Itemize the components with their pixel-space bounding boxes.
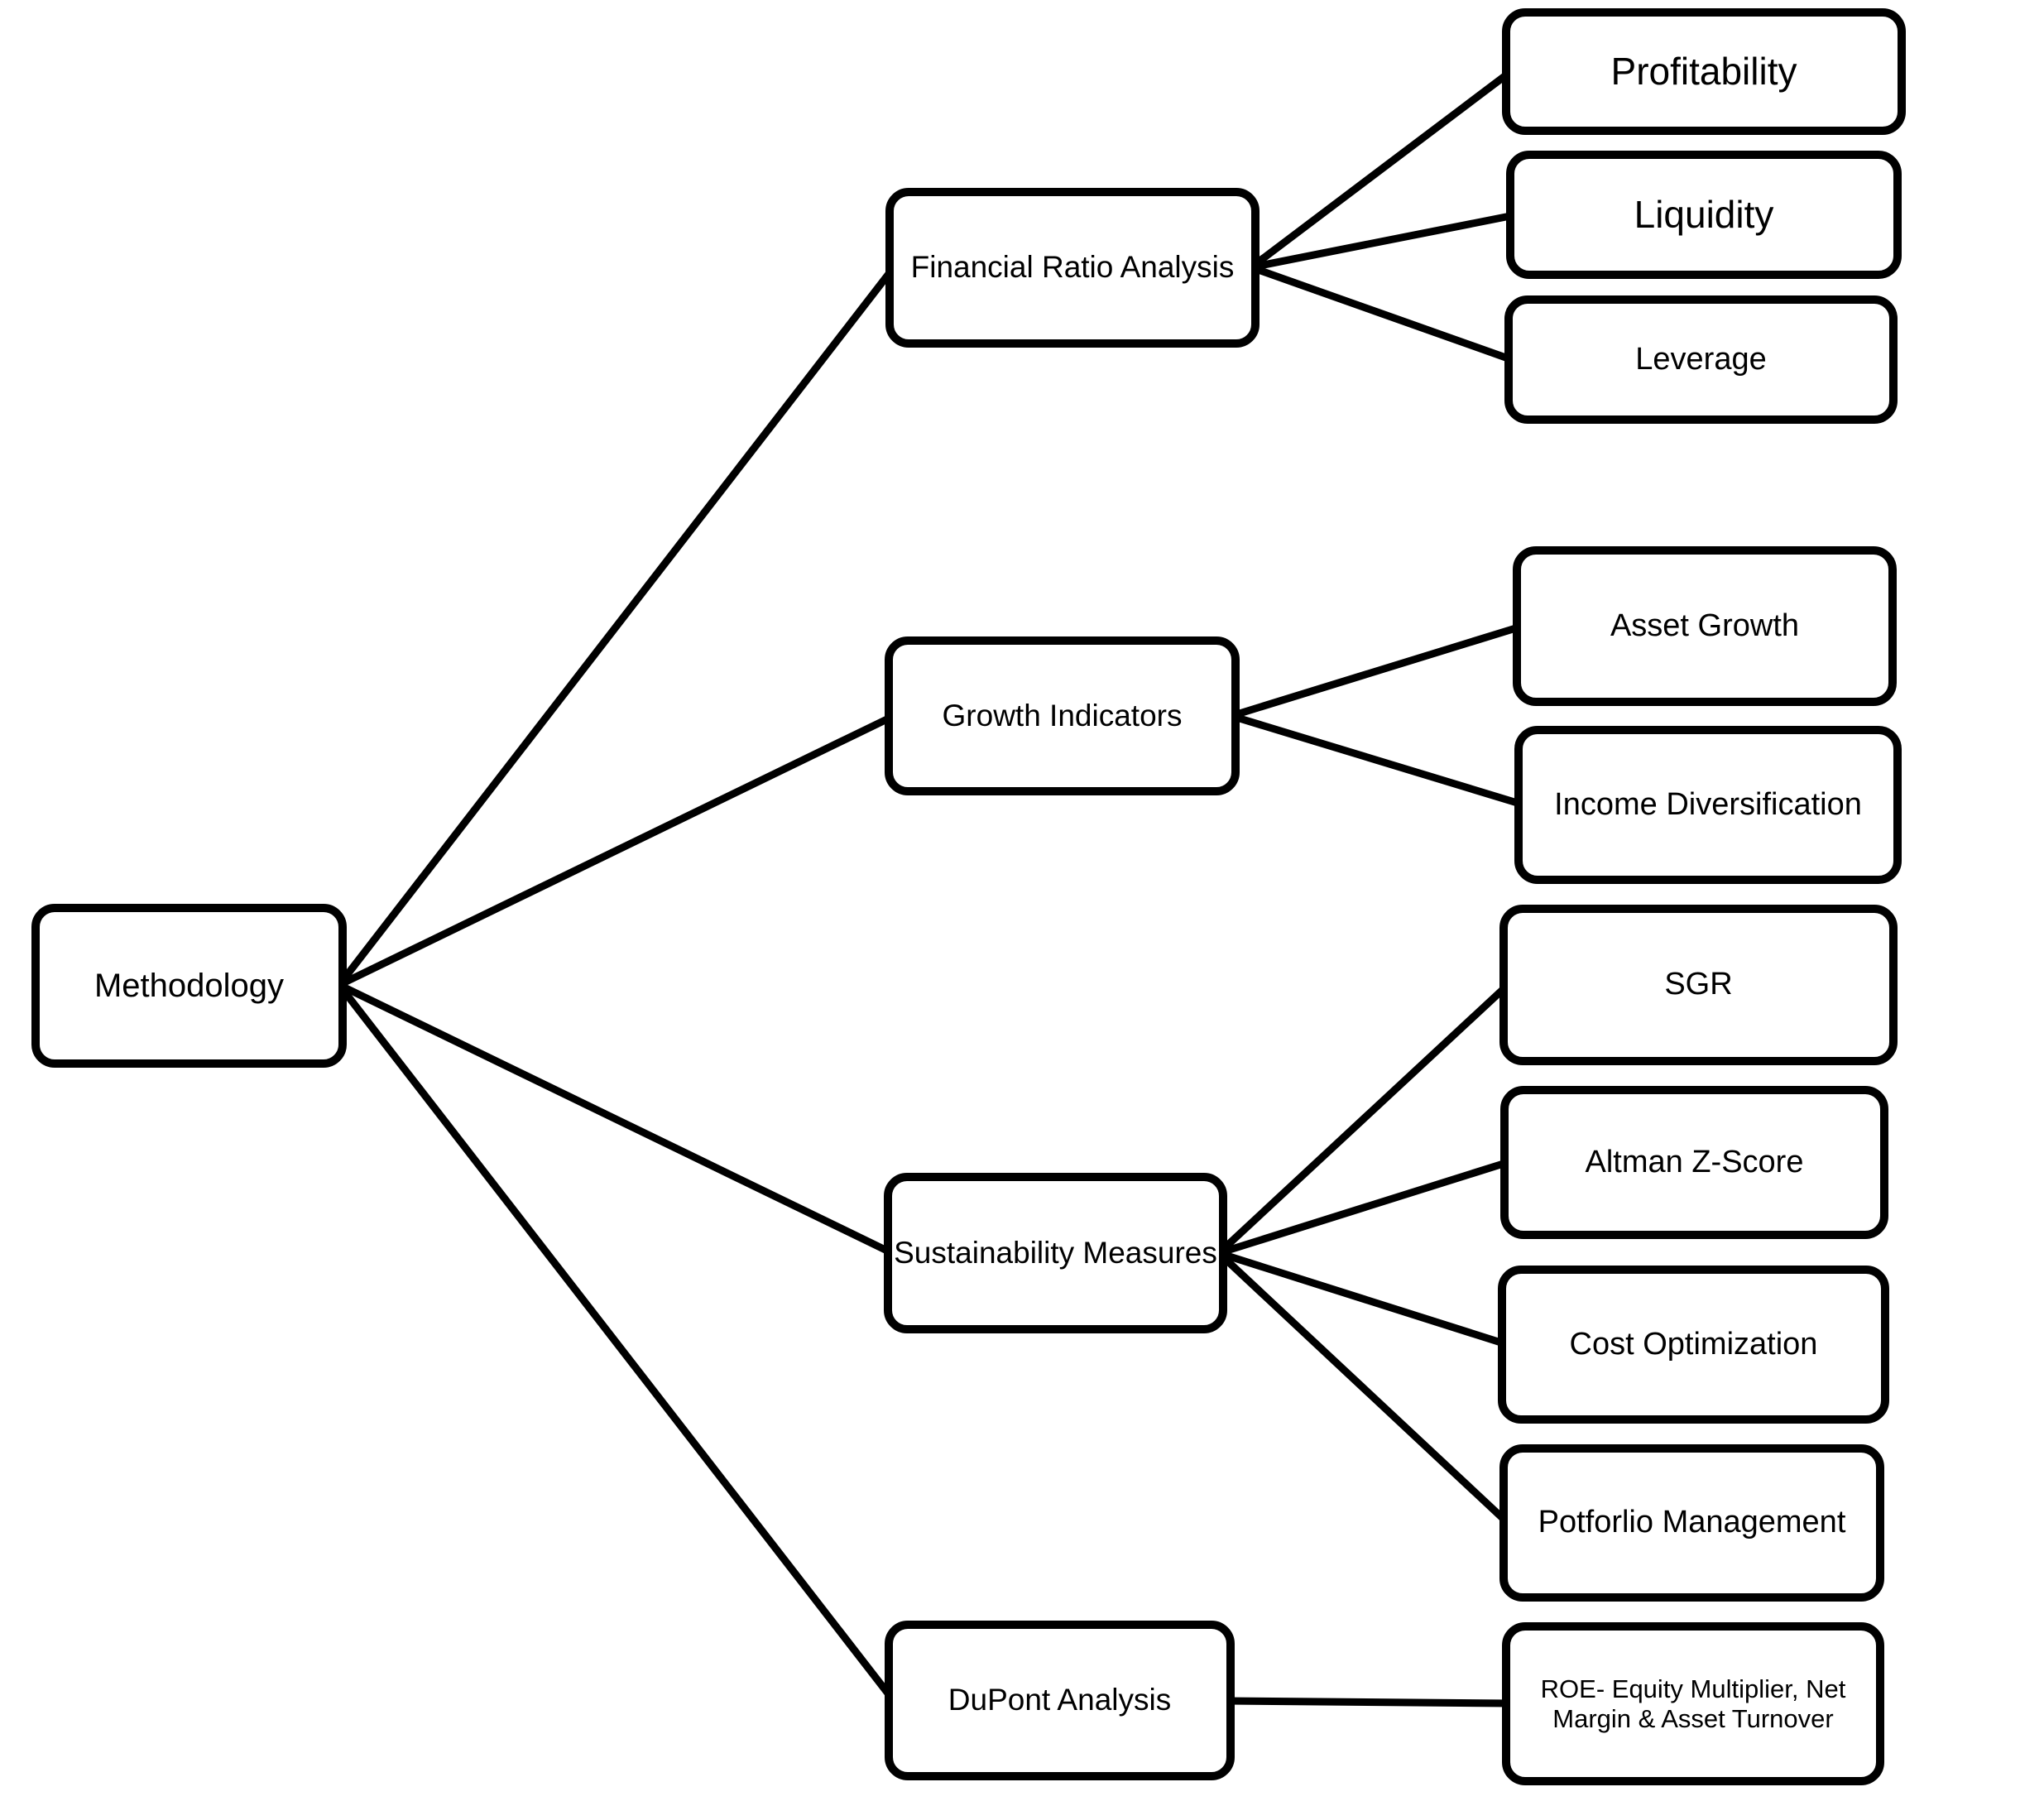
connector-root-dupont-analysis <box>336 982 897 1703</box>
node-label: Financial Ratio Analysis <box>910 250 1235 285</box>
node-sustainability-measures: Sustainability Measures <box>884 1173 1227 1333</box>
node-asset-growth: Asset Growth <box>1513 546 1897 706</box>
node-label: Cost Optimization <box>1569 1326 1818 1362</box>
node-label: Sustainability Measures <box>894 1235 1217 1270</box>
node-label: DuPont Analysis <box>948 1683 1172 1717</box>
node-label: SGR <box>1664 967 1733 1002</box>
node-sgr: SGR <box>1499 905 1898 1065</box>
connector-gi-income-diversification <box>1230 712 1524 809</box>
connector-sm-cost-optimization <box>1217 1249 1508 1348</box>
node-potforlio-management: Potforlio Management <box>1499 1444 1884 1602</box>
node-dupont-analysis: DuPont Analysis <box>885 1621 1235 1780</box>
node-label: ROE- Equity Multiplier, Net Margin & Ass… <box>1540 1674 1846 1733</box>
connector-da-roe <box>1226 1697 1511 1708</box>
connector-sm-sgr <box>1216 982 1511 1256</box>
node-growth-indicators: Growth Indicators <box>885 636 1240 795</box>
connector-gi-asset-growth <box>1230 622 1523 720</box>
node-altman-z-score: Altman Z-Score <box>1500 1086 1888 1239</box>
connector-root-financial-ratio-analysis <box>336 265 897 987</box>
connector-fra-leverage <box>1250 263 1514 364</box>
node-label: Methodology <box>94 968 285 1004</box>
node-label: Asset Growth <box>1610 608 1800 643</box>
node-label: Income Diversification <box>1554 786 1862 822</box>
node-roe-equity-multiplier: ROE- Equity Multiplier, Net Margin & Ass… <box>1502 1622 1884 1785</box>
node-leverage: Leverage <box>1504 295 1898 424</box>
node-cost-optimization: Cost Optimization <box>1498 1266 1889 1424</box>
connector-root-growth-indicators <box>338 712 895 989</box>
connector-fra-profitability <box>1249 69 1513 271</box>
node-label: Altman Z-Score <box>1585 1144 1804 1179</box>
node-label: Liquidity <box>1634 193 1774 237</box>
node-liquidity: Liquidity <box>1506 151 1902 279</box>
connector-fra-liquidity <box>1250 211 1515 271</box>
node-label: Profitability <box>1610 50 1797 94</box>
node-income-diversification: Income Diversification <box>1514 726 1902 884</box>
node-label: Growth Indicators <box>942 698 1183 732</box>
connector-sm-potforlio-management <box>1216 1250 1511 1526</box>
node-financial-ratio-analysis: Financial Ratio Analysis <box>885 188 1260 348</box>
connector-root-sustainability-measures <box>338 981 894 1257</box>
node-methodology: Methodology <box>31 904 347 1068</box>
connector-sm-altman-z-score <box>1217 1158 1510 1257</box>
node-label: Leverage <box>1635 341 1767 377</box>
node-profitability: Profitability <box>1502 8 1906 135</box>
node-label: Potforlio Management <box>1538 1505 1846 1540</box>
